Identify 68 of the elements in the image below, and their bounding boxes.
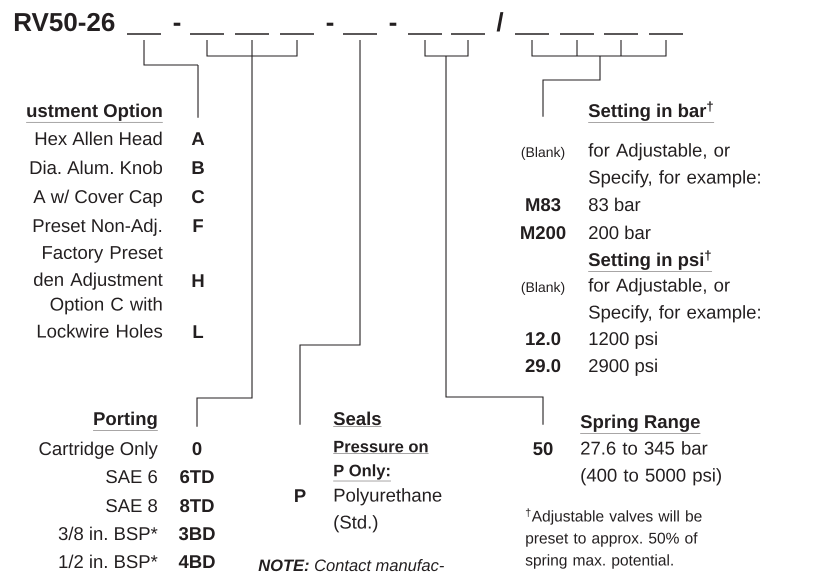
- option-description: A w/ Cover Cap: [33, 190, 162, 207]
- option-code: P: [295, 489, 306, 502]
- option-description: SAE 6: [106, 470, 157, 484]
- leader-line: [196, 39, 298, 428]
- separator: -: [174, 22, 180, 26]
- option-code: 8TD: [180, 499, 214, 512]
- separator: /: [496, 12, 504, 32]
- option-code: C: [192, 190, 204, 204]
- option-description: Polyurethane (Std.): [334, 488, 442, 532]
- option-description: for Adjustable, or Specify, for example:: [588, 143, 760, 188]
- option-code: A: [192, 132, 204, 145]
- section-heading: Setting in psi$^{†}$: [588, 250, 712, 272]
- blank-line: [560, 33, 594, 35]
- part-number-code: RV50-26: [14, 12, 114, 32]
- option-code: B: [192, 161, 204, 174]
- option-code: L: [194, 325, 204, 338]
- blank-line: [604, 33, 638, 35]
- option-code: 4BD: [178, 555, 215, 568]
- option-code: 3BD: [178, 527, 215, 540]
- option-code: 50: [533, 442, 553, 456]
- option-code: (Blank): [522, 146, 564, 160]
- option-description: 3/8 in. BSP*: [58, 526, 158, 540]
- footnote: $^{†}$Adjustable valves will be preset to approx. 50% of spring max. potential.: [526, 508, 702, 569]
- option-code: M83: [526, 198, 560, 212]
- section-heading: Spring Range: [580, 414, 701, 434]
- option-description: 1200 psi: [590, 332, 657, 349]
- blank-line: [235, 33, 269, 35]
- option-description: Factory Preset den Adjustment: [34, 246, 163, 290]
- blank-line: [515, 33, 549, 35]
- blank-line: [649, 33, 683, 35]
- option-code: 0: [192, 442, 202, 456]
- option-description: Preset Non-Adj.: [34, 218, 162, 236]
- separator: -: [390, 22, 396, 26]
- section-heading: ustment Option: [26, 104, 163, 122]
- option-description: 1/2 in. BSP*: [59, 554, 158, 568]
- option-code: M200: [521, 226, 566, 240]
- blank-line: [190, 33, 224, 35]
- option-description: 2900 psi: [589, 358, 657, 376]
- option-description: 200 bar: [589, 226, 651, 240]
- blank-line: [343, 33, 377, 35]
- option-description: 27.6 to 345 bar (400 to 5000 psi): [581, 441, 721, 486]
- option-description: SAE 8: [106, 499, 157, 512]
- section-heading: Porting: [92, 412, 158, 430]
- option-description: 83 bar: [589, 198, 640, 212]
- note-text: NOTE: Contact manufac-: [258, 559, 444, 572]
- option-description: Cartridge Only: [39, 442, 158, 459]
- blank-line: [451, 33, 485, 35]
- option-description: Option C with Lockwire Holes: [38, 297, 162, 338]
- option-code: H: [192, 274, 204, 287]
- option-code: F: [194, 219, 203, 232]
- section-heading: Setting in bar$^{†}$: [588, 101, 714, 122]
- option-code: 12.0: [526, 332, 560, 346]
- blank-line: [280, 33, 314, 35]
- option-code: (Blank): [522, 282, 564, 295]
- blank-line: [127, 33, 161, 35]
- option-description: Dia. Alum. Knob: [30, 160, 162, 174]
- leader-line: [424, 39, 544, 426]
- section-heading: Seals: [333, 412, 382, 427]
- sub-heading: Pressure on P Only:: [333, 440, 429, 482]
- option-description: for Adjustable, or Specify, for example:: [588, 278, 760, 322]
- option-code: 29.0: [526, 359, 560, 372]
- blank-line: [408, 33, 442, 35]
- leader-line: [143, 39, 199, 118]
- option-description: Hex Allen Head: [36, 132, 162, 146]
- leader-line: [299, 39, 361, 426]
- option-code: 6TD: [180, 470, 214, 484]
- leader-line: [531, 39, 667, 118]
- separator: -: [326, 22, 334, 26]
